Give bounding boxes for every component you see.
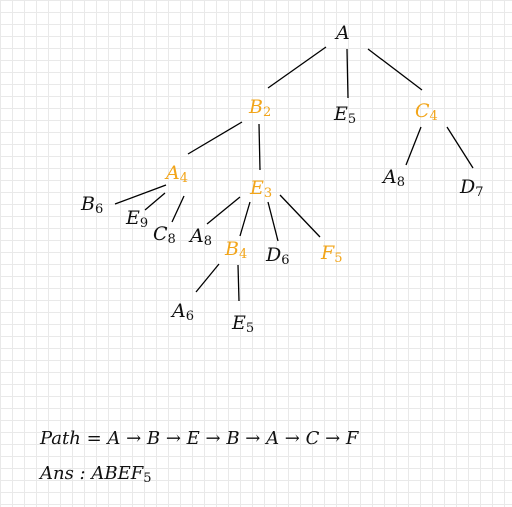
- edge-a-b2: [267, 46, 327, 89]
- edge-a-e5: [346, 48, 349, 99]
- node-e9: E9: [126, 207, 149, 231]
- node-a4: A4: [166, 162, 189, 186]
- edge-b4-e5: [237, 264, 240, 302]
- node-a6: A6: [172, 300, 195, 324]
- node-c8: C8: [153, 223, 176, 247]
- node-c4: C4: [415, 100, 438, 124]
- edge-a-c4: [367, 48, 423, 91]
- edge-a4-e9: [144, 192, 166, 211]
- node-a8-mid: A8: [190, 225, 213, 249]
- answer-label: Ans :: [40, 463, 92, 484]
- edge-e3-f5: [279, 194, 321, 238]
- node-b4: B4: [225, 238, 248, 262]
- edge-e3-b4: [239, 201, 251, 237]
- node-b6: B6: [81, 193, 104, 217]
- edge-e3-a8: [206, 196, 241, 225]
- answer-formula: Ans : ABEF5: [40, 463, 151, 486]
- node-f5: F5: [321, 242, 343, 266]
- answer-subscript: 5: [143, 471, 152, 486]
- edge-b4-a6: [195, 263, 220, 293]
- node-b2: B2: [249, 96, 272, 120]
- node-d6: D6: [266, 244, 290, 268]
- node-a8-right: A8: [383, 166, 406, 190]
- node-e3: E3: [250, 177, 273, 201]
- edge-a4-b6: [114, 184, 167, 205]
- edge-a4-c8: [171, 195, 185, 223]
- node-a-root: A: [336, 22, 350, 44]
- answer-letters: ABEF: [91, 463, 144, 484]
- edge-e3-d6: [267, 201, 279, 242]
- edge-b2-a4: [187, 121, 243, 155]
- edge-b2-e3: [258, 123, 261, 171]
- node-e5-bottom: E5: [232, 312, 255, 336]
- node-e5-top: E5: [334, 103, 357, 127]
- edge-c4-a8: [405, 126, 422, 166]
- node-d7: D7: [460, 176, 484, 200]
- edge-c4-d7: [446, 126, 474, 169]
- path-formula: Path = A → B → E → B → A → C → F: [40, 428, 359, 449]
